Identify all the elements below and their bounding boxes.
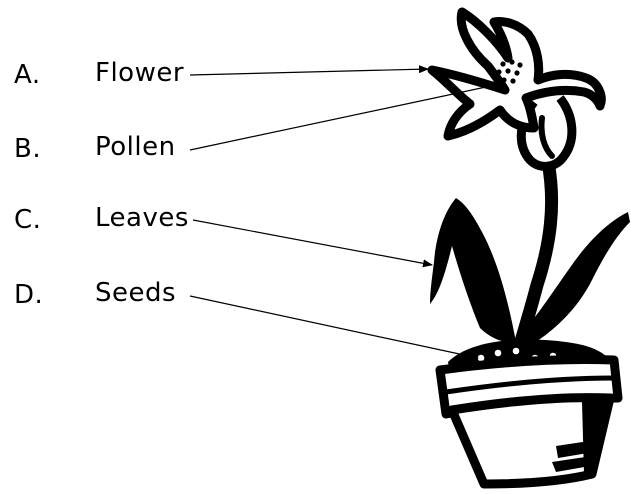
label-letter-c: C. bbox=[14, 207, 41, 233]
seeds-pointer bbox=[190, 296, 478, 358]
label-seeds: Seeds bbox=[95, 280, 176, 306]
label-letter-b: B. bbox=[14, 136, 41, 162]
flower-pointer bbox=[190, 69, 428, 75]
label-letter-d: D. bbox=[14, 282, 43, 308]
label-flower: Flower bbox=[95, 60, 184, 86]
label-pollen: Pollen bbox=[95, 134, 176, 160]
leaves-pointer bbox=[193, 220, 432, 265]
left-leaf bbox=[430, 198, 516, 342]
flower-pot bbox=[440, 339, 618, 484]
label-letter-a: A. bbox=[14, 62, 41, 88]
label-leaves: Leaves bbox=[95, 205, 189, 231]
